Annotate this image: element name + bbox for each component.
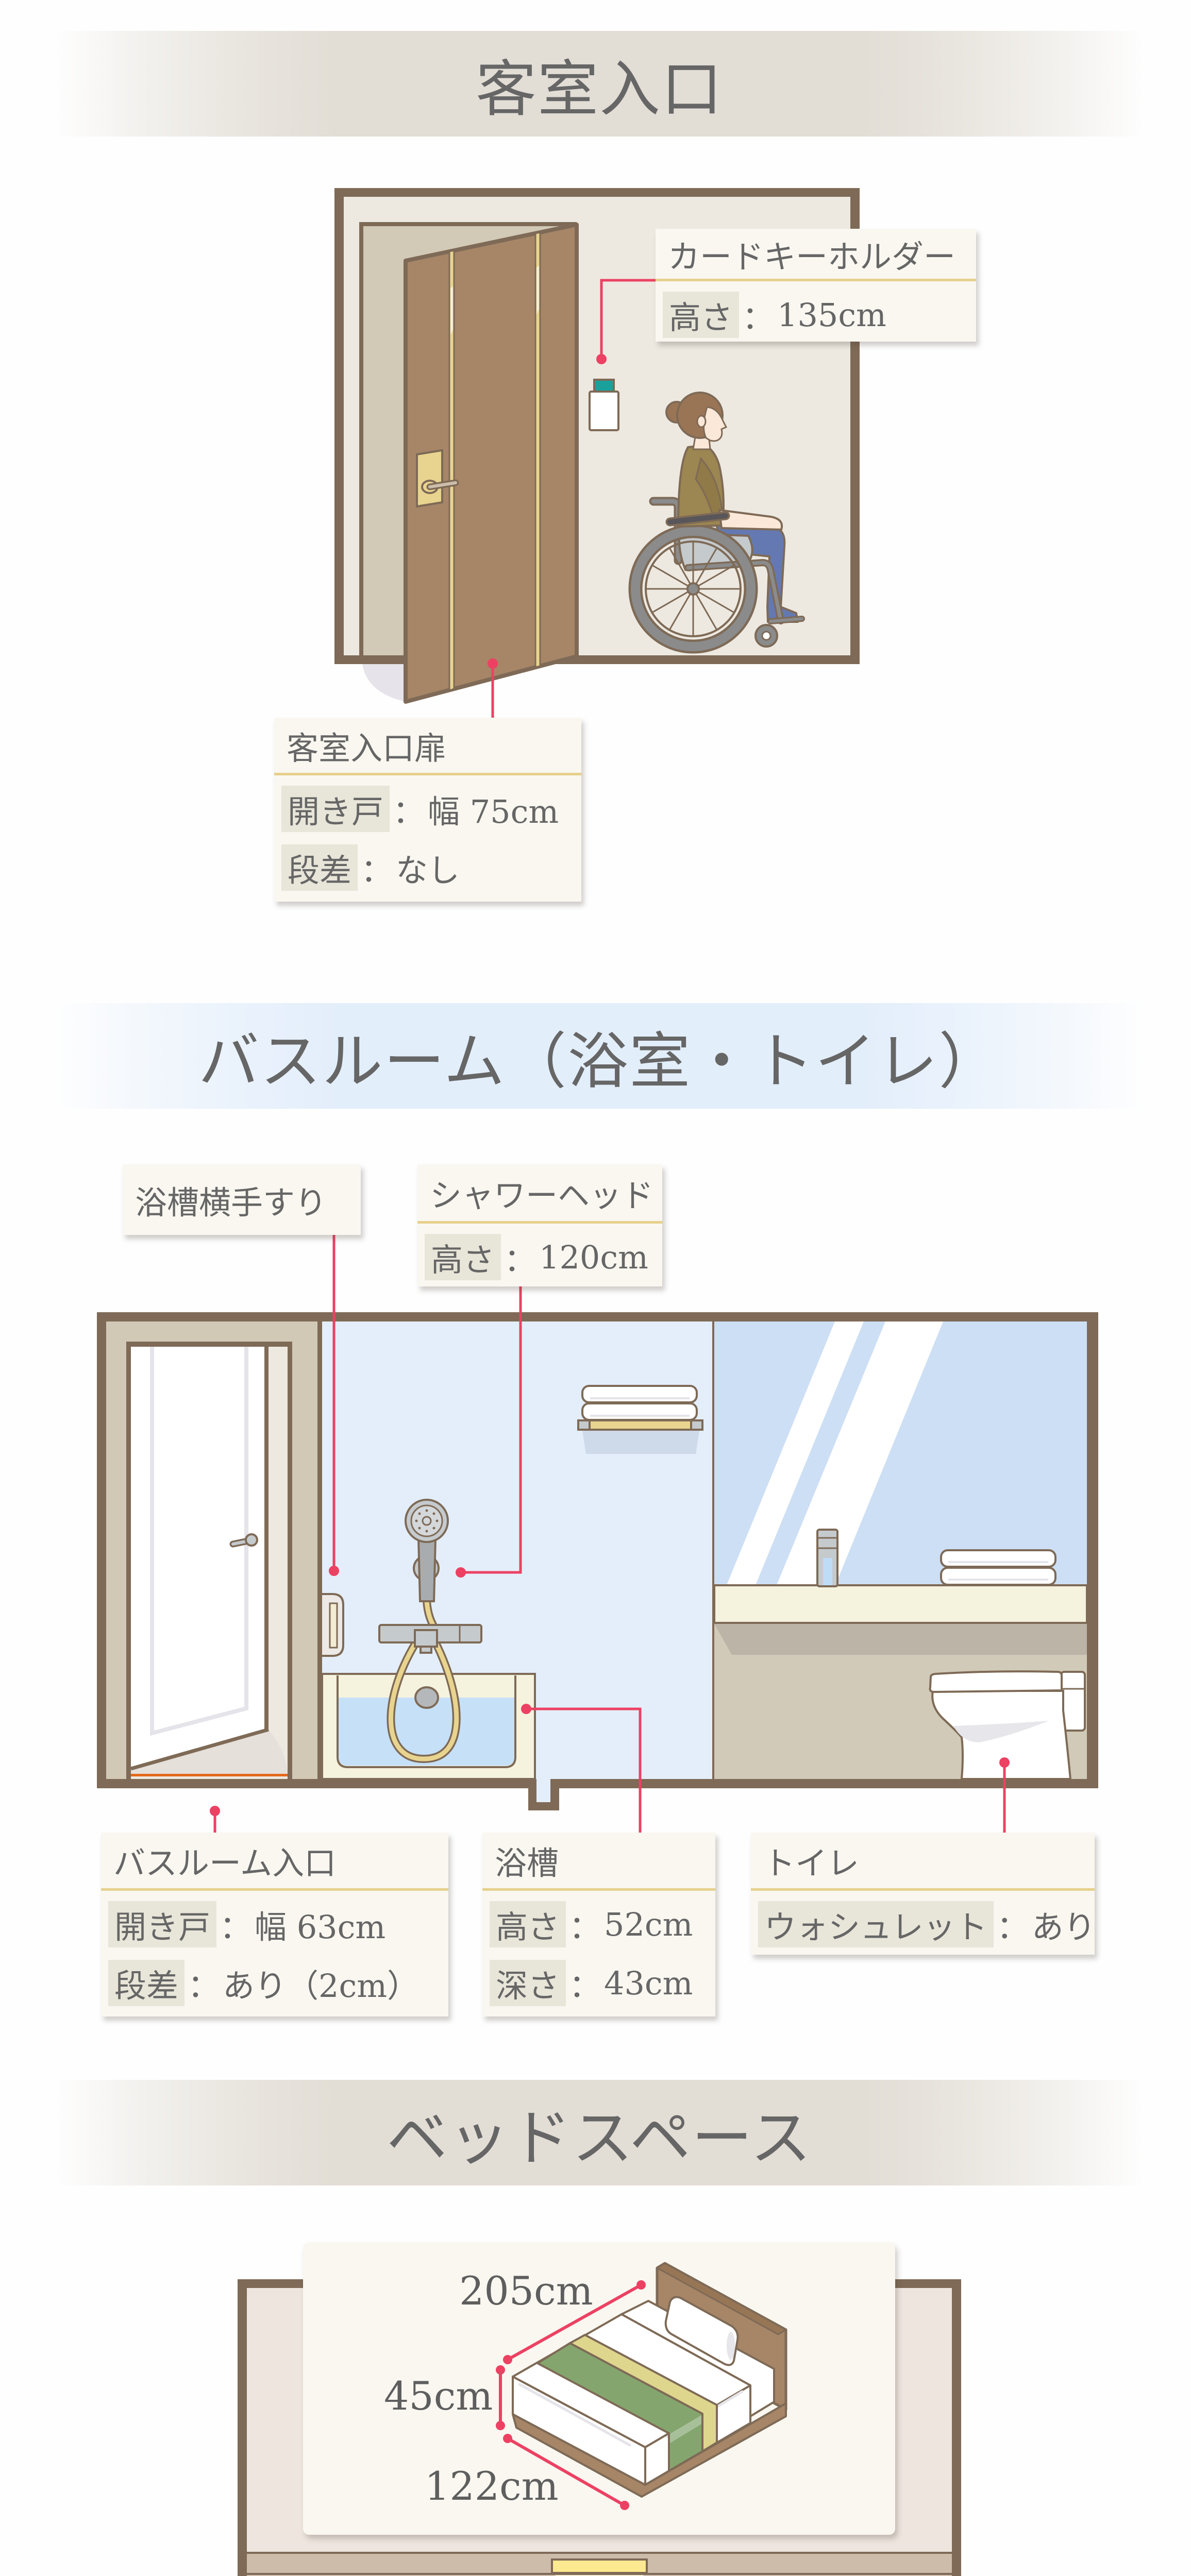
bathtub-label: 浴槽 高さ ： 52cm 深さ ： 43cm [482, 1833, 715, 2016]
spec-separator: ： [742, 299, 775, 336]
spec-value: あり [1031, 1908, 1096, 1946]
shower-head-icon [378, 1499, 482, 1764]
card-key-holder-label: カードキーホルダー 高さ ： 135cm [656, 229, 976, 342]
spec-row: 深さ ： 43cm [490, 1960, 715, 2006]
spec-key: 深さ [490, 1960, 566, 2006]
spec-row: 段差 ： なし [281, 844, 581, 891]
spec-key: 開き戸 [281, 786, 390, 832]
section-heading: ベッドスペース [54, 2080, 1145, 2185]
towel-shelf-icon [577, 1385, 703, 1454]
spec-row: 開き戸 ： 幅 63cm [108, 1901, 448, 1947]
label-divider [274, 773, 581, 775]
marker-dot [596, 354, 607, 364]
label-title: 客室入口扉 [287, 729, 447, 767]
isometric-bed-icon [512, 2262, 787, 2498]
counter-towels-icon [940, 1549, 1056, 1586]
label-title: 浴槽 [495, 1844, 559, 1882]
spec-row: 高さ ： 135cm [663, 292, 976, 338]
door-lever-icon [428, 481, 457, 488]
spec-key: ウォシュレット [758, 1901, 994, 1947]
spec-key: 高さ [425, 1234, 501, 1280]
spec-separator: ： [996, 1908, 1029, 1946]
label-divider [482, 1888, 715, 1891]
grab-bar-label: 浴槽横手すり [123, 1164, 361, 1235]
bed-runner-yellow [569, 2334, 718, 2452]
sink-faucet-icon [816, 1529, 838, 1587]
entrance-door-label: 客室入口扉 開き戸 ： 幅 75cm 段差 ： なし [274, 718, 581, 902]
spec-separator: ： [220, 1908, 252, 1946]
spec-value: あり（2cm） [223, 1967, 419, 2005]
spec-value: 幅 63cm [255, 1908, 386, 1946]
spec-separator: ： [361, 852, 393, 889]
leader-lines [491, 279, 656, 718]
spec-separator: ： [188, 1967, 220, 2005]
label-title: シャワーヘッド [430, 1177, 654, 1214]
spec-row: 段差 ： あり（2cm） [108, 1960, 448, 2006]
bathroom-door-icon [126, 1342, 292, 1779]
spec-key: 段差 [108, 1960, 185, 2006]
dimension-line-length [506, 2283, 643, 2361]
label-divider [751, 1888, 1095, 1891]
label-divider [101, 1888, 448, 1891]
leader-shower-head [461, 1286, 522, 1574]
vanity-counter [713, 1584, 1088, 1624]
spec-row: ウォシュレット ： あり [758, 1901, 1096, 1947]
spec-value: 135cm [777, 296, 886, 334]
spec-separator: ： [504, 1241, 536, 1279]
toilet-icon [929, 1670, 1086, 1780]
wheelchair-user-icon [628, 392, 805, 654]
spec-row: 開き戸 ： 幅 75cm [281, 786, 581, 832]
spec-value: なし [396, 852, 460, 889]
leader-card-key-holder [600, 279, 656, 359]
card-key-holder-icon [589, 379, 619, 431]
section-heading: バスルーム（浴室・トイレ） [54, 1003, 1145, 1109]
grab-bar-icon [322, 1593, 344, 1657]
label-title: 浴槽横手すり [135, 1183, 327, 1222]
bed-width-dimension: 122cm [425, 2463, 559, 2509]
toilet-label: トイレ ウォシュレット ： あり [751, 1833, 1096, 1955]
spec-separator: ： [569, 1908, 601, 1946]
marker-dot [488, 658, 498, 669]
spec-separator: ： [393, 793, 425, 831]
spec-key: 高さ [663, 292, 740, 338]
spec-value: 幅 75cm [428, 793, 559, 831]
label-title: トイレ [763, 1844, 860, 1882]
door-swing-shadow [362, 664, 406, 702]
label-title: カードキーホルダー [668, 238, 956, 276]
dimension-lines [499, 2283, 643, 2507]
reading-light-icon [551, 2558, 648, 2574]
bathroom-illustration [97, 1235, 1098, 1833]
shower-head-label: シャワーヘッド 高さ ： 120cm [417, 1164, 662, 1286]
spec-key: 高さ [490, 1901, 566, 1947]
label-title: バスルーム入口 [113, 1844, 337, 1882]
leader-bathtub [526, 1707, 642, 1833]
label-divider [656, 279, 976, 281]
bathtub-icon [321, 1673, 536, 1780]
spec-row: 高さ ： 52cm [490, 1901, 715, 1947]
bed-space-illustration [238, 2242, 961, 2576]
bed-height-dimension: 45cm [384, 2373, 493, 2419]
door-threshold [131, 1774, 288, 1776]
bathroom-entrance-label: バスルーム入口 開き戸 ： 幅 63cm 段差 ： あり（2cm） [101, 1833, 448, 2016]
spec-value: 120cm [539, 1238, 648, 1276]
spec-row: 高さ ： 120cm [425, 1234, 662, 1280]
entrance-door-icon [404, 223, 579, 704]
spec-value: 52cm [604, 1905, 693, 1943]
door-handle-plate [416, 449, 443, 508]
section-heading: 客室入口 [54, 31, 1145, 137]
spec-key: 段差 [281, 844, 358, 891]
dimension-end-dots [496, 2280, 646, 2510]
leader-lines [213, 1235, 1006, 1833]
spec-value: 43cm [604, 1964, 693, 2002]
spec-key: 開き戸 [108, 1901, 217, 1947]
label-divider [417, 1221, 662, 1224]
spec-separator: ： [569, 1967, 601, 2005]
bed-length-dimension: 205cm [459, 2268, 593, 2314]
marker-dots [210, 1566, 1010, 1816]
dimension-line-width [506, 2437, 626, 2507]
